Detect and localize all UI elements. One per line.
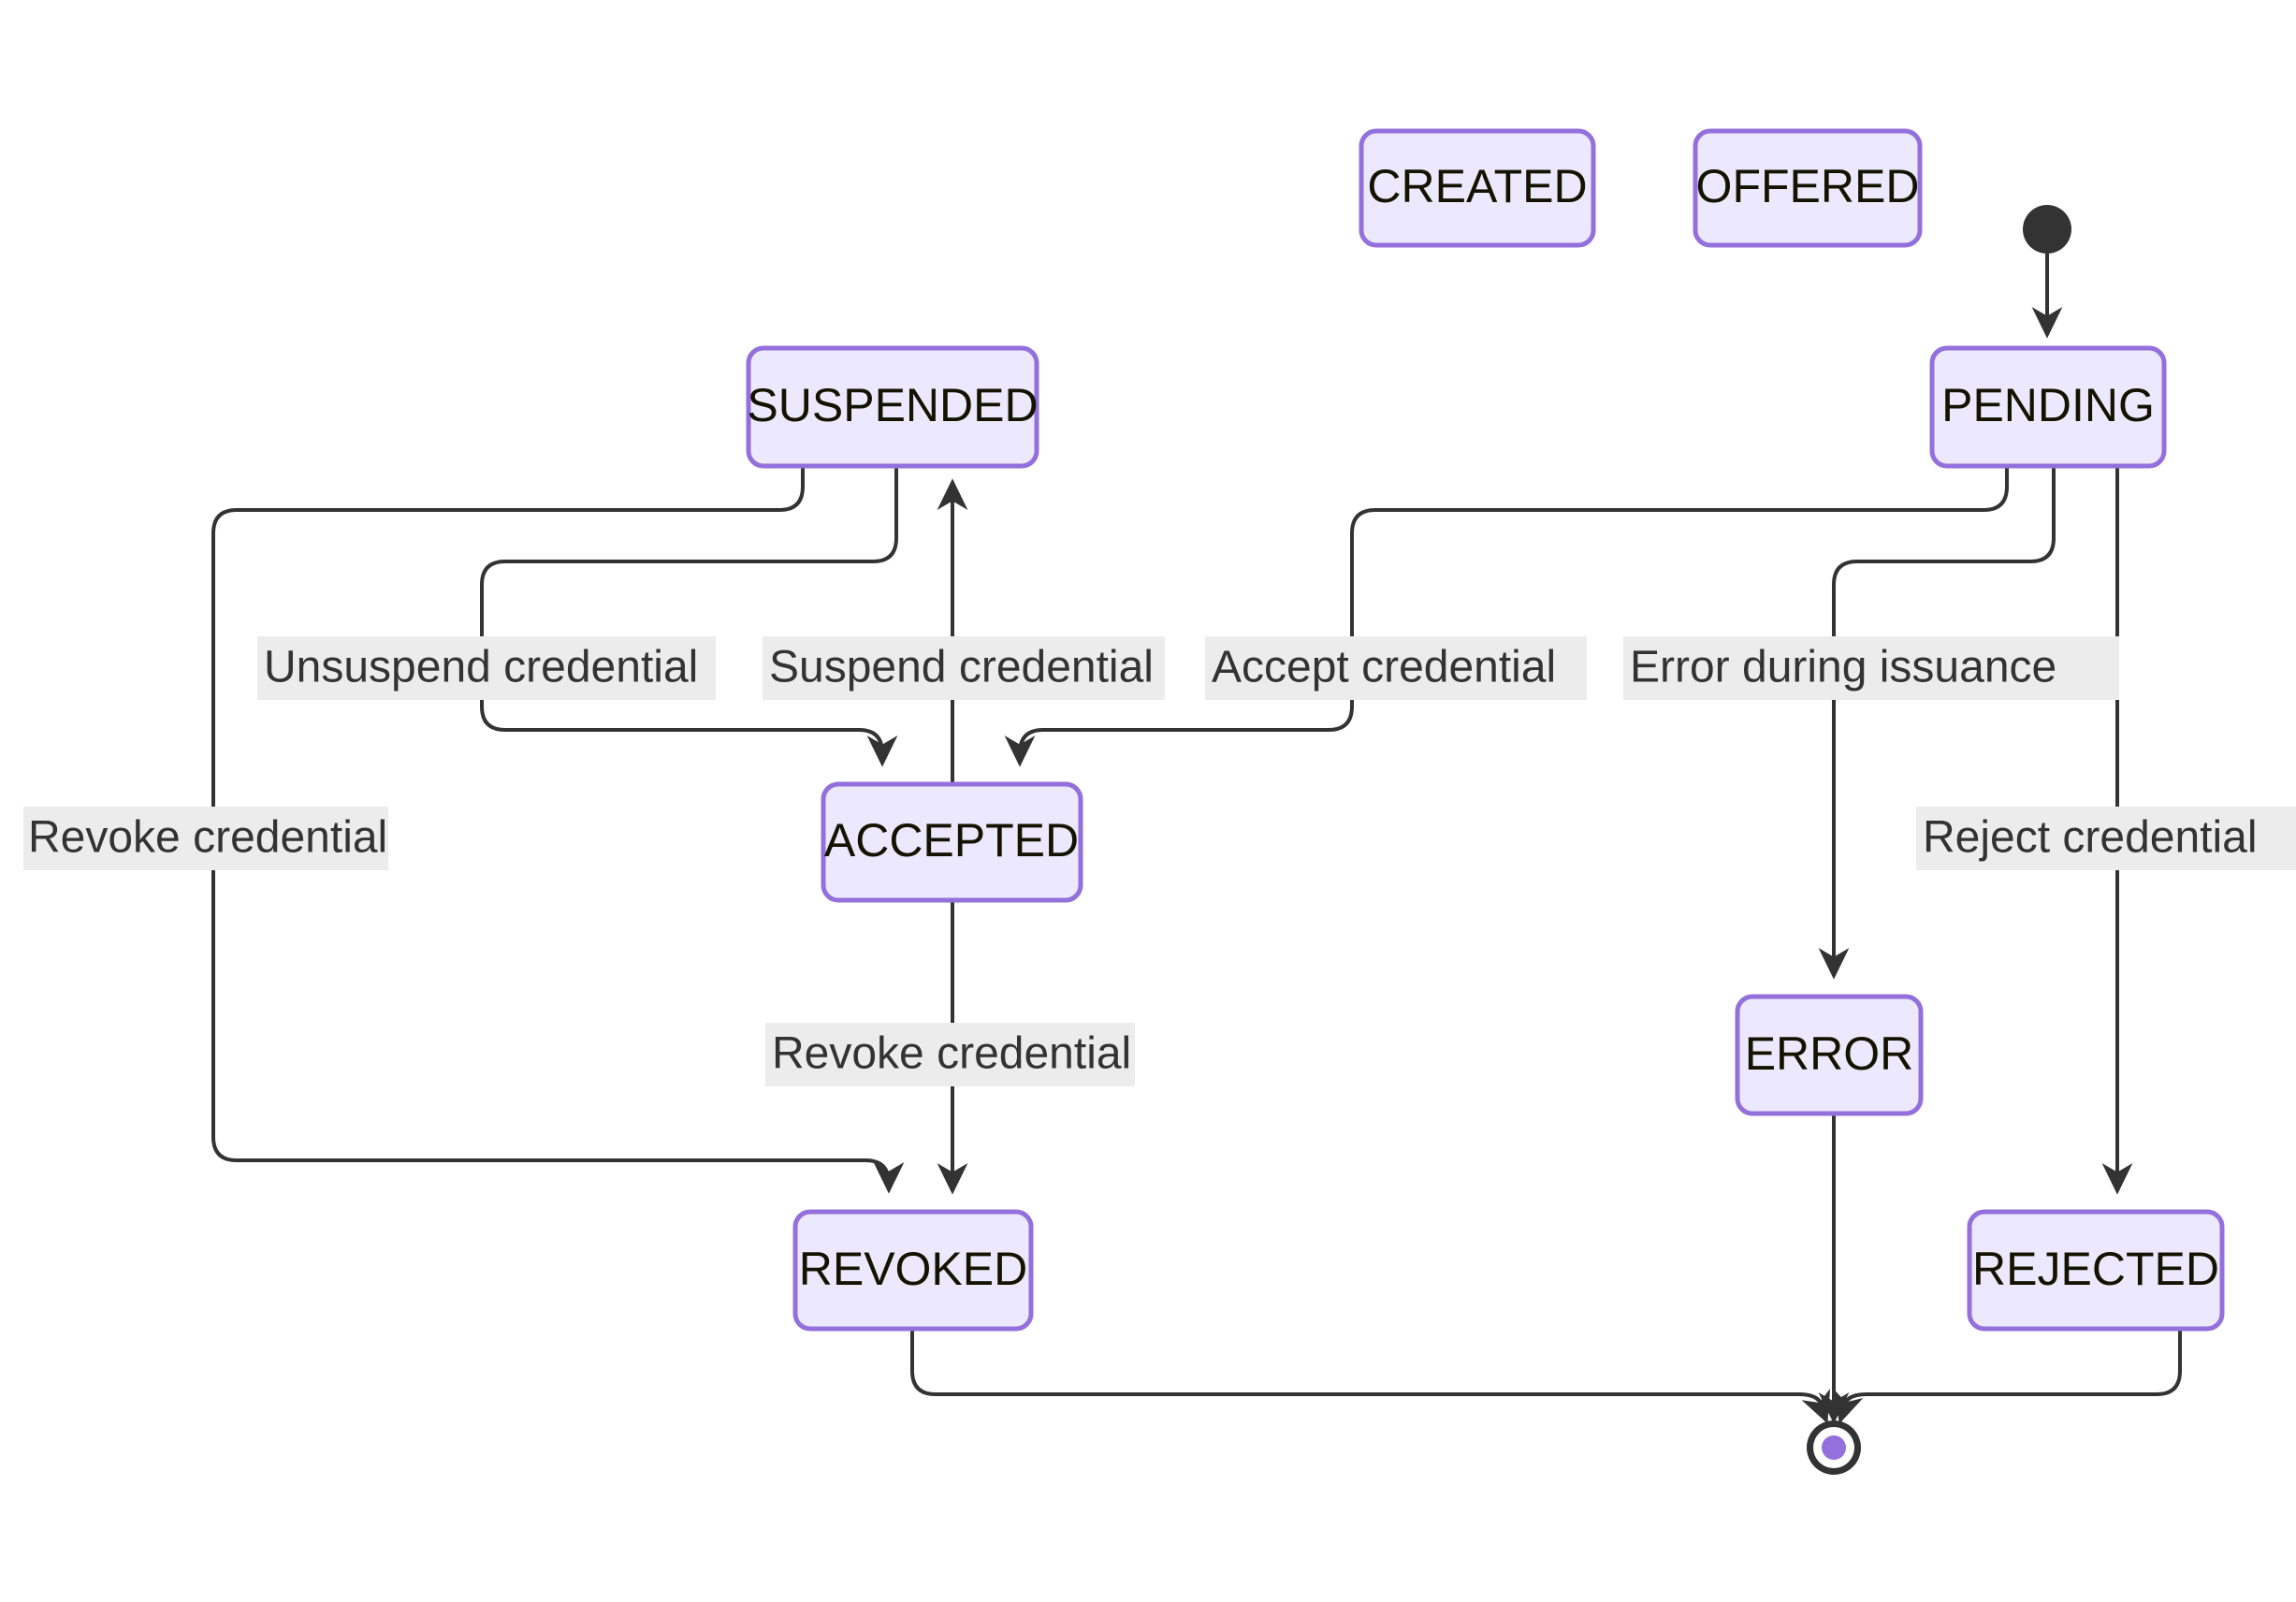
state-node-created-label: CREATED — [1367, 160, 1587, 212]
edge-labels-layer: Revoke credential Unsuspend credential S… — [23, 636, 2296, 1086]
edge-label-text: Reject credential — [1923, 813, 2258, 863]
state-node-error[interactable]: ERROR — [1735, 994, 1924, 1116]
edge-label-text: Revoke credential — [772, 1029, 1131, 1079]
state-node-offered-label: OFFERED — [1696, 160, 1920, 212]
state-node-offered[interactable]: OFFERED — [1693, 128, 1923, 248]
edge-revoked-to-end — [910, 1329, 1831, 1424]
state-node-offered-rect[interactable] — [1693, 128, 1923, 248]
state-node-accepted-label: ACCEPTED — [824, 814, 1079, 867]
state-node-pending-label: PENDING — [1941, 379, 2155, 431]
state-node-revoked[interactable]: REVOKED — [792, 1209, 1034, 1332]
start-state-icon — [2023, 205, 2071, 254]
edge-label-accepted-to-revoked: Revoke credential — [765, 1023, 1135, 1086]
edge-label-text: Suspend credential — [769, 643, 1154, 692]
edge-label-pending-to-accepted: Accept credential — [1205, 636, 1587, 700]
edge-label-text: Unsuspend credential — [264, 643, 698, 692]
state-node-created[interactable]: CREATED — [1359, 128, 1596, 248]
state-node-accepted-rect[interactable] — [821, 781, 1083, 903]
markers-layer — [1807, 205, 2071, 1475]
states-layer: CREATED OFFERED PENDING SUSPENDED ACCEPT… — [746, 128, 2225, 1332]
state-node-suspended[interactable]: SUSPENDED — [746, 345, 1039, 469]
edge-label-text: Accept credential — [1212, 643, 1556, 692]
end-state-icon — [1807, 1420, 1861, 1475]
state-node-rejected[interactable]: REJECTED — [1967, 1209, 2225, 1332]
state-node-suspended-rect[interactable] — [746, 345, 1039, 469]
state-node-error-label: ERROR — [1745, 1027, 1914, 1080]
edge-rejected-to-end — [1833, 1329, 2182, 1424]
state-node-rejected-rect[interactable] — [1967, 1209, 2225, 1332]
edge-pending-to-accepted — [1004, 466, 2009, 767]
state-node-accepted[interactable]: ACCEPTED — [821, 781, 1083, 903]
state-node-revoked-label: REVOKED — [799, 1243, 1028, 1295]
state-node-revoked-rect[interactable] — [792, 1209, 1034, 1332]
state-node-rejected-label: REJECTED — [1972, 1243, 2219, 1295]
edge-pending-to-error — [1818, 466, 2056, 980]
state-node-created-rect[interactable] — [1359, 128, 1596, 248]
edge-label-text: Error during issuance — [1630, 643, 2056, 692]
state-node-suspended-label: SUSPENDED — [747, 379, 1038, 431]
edge-label-text: Revoke credential — [28, 813, 387, 863]
state-node-pending-rect[interactable] — [1929, 345, 2167, 469]
edge-label-suspended-to-accepted: Unsuspend credential — [257, 636, 716, 700]
edges-layer — [211, 254, 2182, 1424]
edge-label-pending-to-error: Error during issuance — [1623, 636, 2119, 700]
state-node-pending[interactable]: PENDING — [1929, 345, 2167, 469]
edge-label-accepted-to-suspended: Suspend credential — [763, 636, 1165, 700]
state-node-error-rect[interactable] — [1735, 994, 1924, 1116]
edge-label-suspended-to-revoked: Revoke credential — [23, 807, 388, 870]
edge-label-pending-to-rejected: Reject credential — [1916, 807, 2296, 870]
